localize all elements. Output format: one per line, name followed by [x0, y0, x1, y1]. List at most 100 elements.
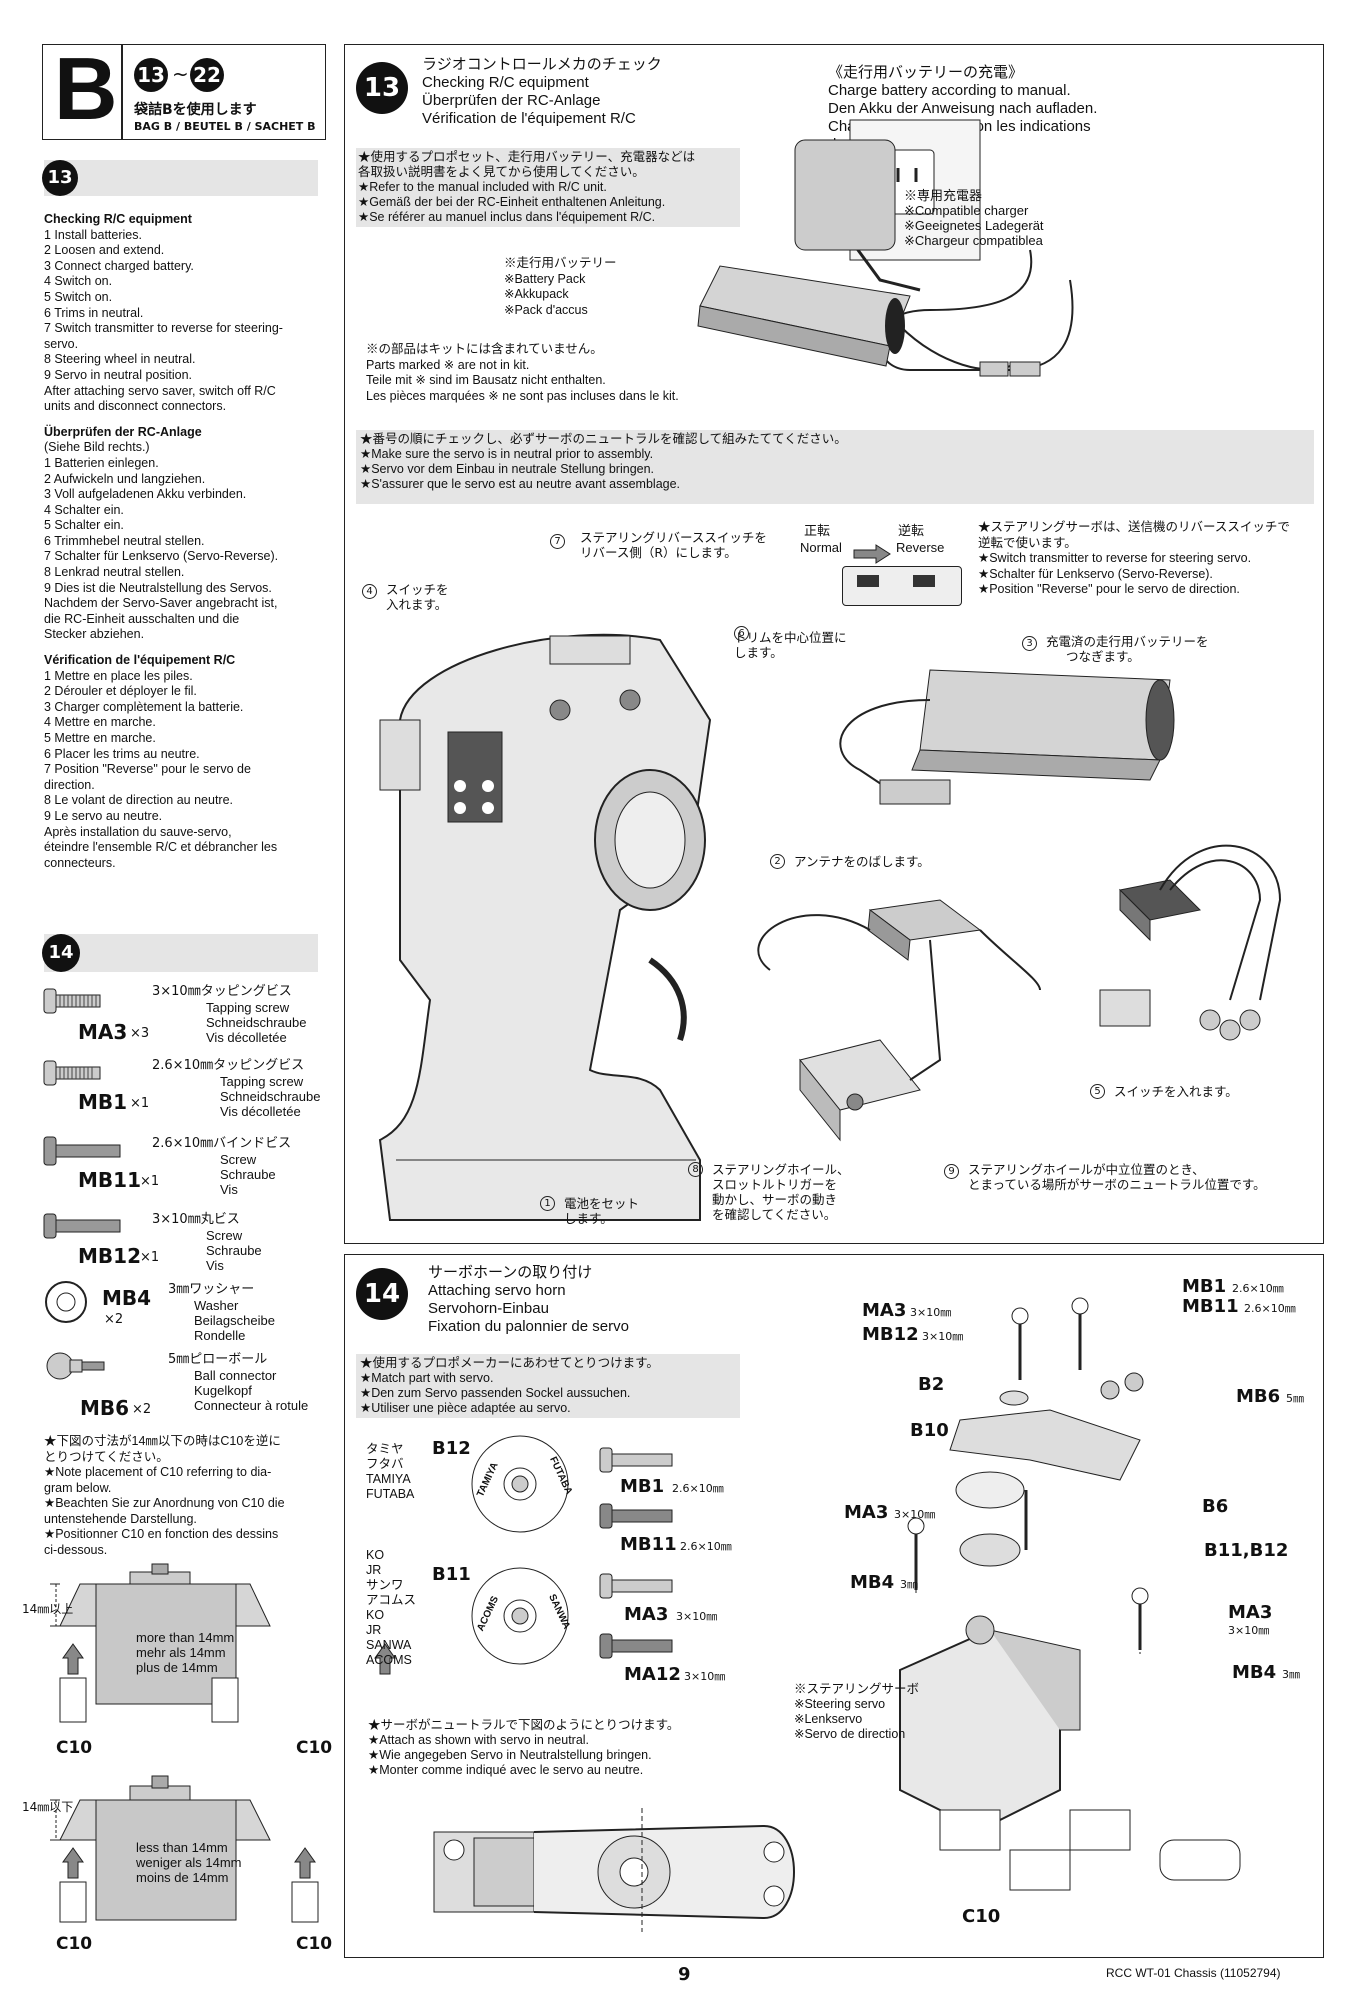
charger-line: ※専用充電器 — [904, 188, 983, 203]
b12-label: B12 — [432, 1438, 471, 1459]
screw-b-code: MA12 — [624, 1664, 681, 1685]
callout-1-number: 1 — [540, 1196, 555, 1211]
charger-drawing — [794, 119, 1074, 371]
transmitter-drawing — [378, 633, 712, 1221]
charge-line: Charge battery according to manual. — [828, 82, 1071, 99]
part-size: 2.6×10㎜バインドビス — [152, 1136, 292, 1151]
callout-line: トリムを中心位置に — [734, 630, 847, 645]
part-name: Beilagscheibe — [194, 1313, 275, 1328]
brand: JR — [366, 1563, 382, 1577]
callout-line: ステアリングホイール、 — [712, 1162, 850, 1177]
step14-title: サーボホーンの取り付け Attaching servo horn Servoho… — [428, 1264, 629, 1336]
lbl-ma3a-size: 3×10㎜ — [910, 1306, 952, 1319]
callout-line: ステアリングリバーススイッチを — [580, 530, 767, 545]
note-line: ★Utiliser une pièce adaptée au servo. — [360, 1401, 571, 1415]
servo-line: ※Steering servo — [794, 1697, 886, 1711]
part-name: Schraube — [220, 1167, 276, 1182]
callout-line: スロットルトリガーを — [712, 1177, 838, 1192]
callout-7-number: 7 — [550, 534, 565, 549]
part-name: Screw — [206, 1228, 243, 1243]
part-name: Vis — [220, 1182, 238, 1197]
part-name: Washer — [194, 1298, 239, 1313]
note-line: ★Refer to the manual included with R/C u… — [358, 180, 607, 194]
callout-8: ステアリングホイール、 スロットルトリガーを 動かし、サーボの動き を確認してく… — [688, 1162, 850, 1222]
left13-fr-title: Vérification de l'équipement R/C — [44, 653, 236, 668]
part-code: MB4 — [102, 1286, 152, 1310]
round-screw-icon — [43, 1213, 121, 1239]
battery-pack-drawing — [697, 265, 1041, 377]
callout-line: 入れます。 — [386, 597, 448, 612]
lbl-mb4a-size: 3㎜ — [900, 1578, 918, 1591]
ni-line: ※の部品はキットには含まれていません。 — [366, 342, 603, 356]
under-line: moins de 14mm — [136, 1870, 229, 1885]
over-text: more than 14mm mehr als 14mm plus de 14m… — [136, 1630, 234, 1675]
part-name: Vis décolletée — [206, 1030, 287, 1045]
servo-label: ※ステアリングサーボ ※Steering servo ※Lenkservo ※S… — [794, 1682, 919, 1742]
left13-en-step: 9 Servo in neutral position. — [44, 367, 193, 382]
part-size: 5㎜ピローボール — [168, 1352, 268, 1367]
left13-en-title: Checking R/C equipment — [44, 212, 192, 226]
callout-9-number: 9 — [944, 1164, 959, 1179]
note-line: ★番号の順にチェックし、必ずサーボのニュートラルを確認して組みたててください。 — [360, 432, 847, 446]
up-arrow-icon — [374, 1643, 396, 1675]
brands-sanwa: KO JR サンワ アコムス KO JR SANWA ACOMS — [366, 1548, 416, 1668]
step14-badge: 14 — [356, 1268, 408, 1320]
tapping-screw-icon — [43, 988, 101, 1014]
lbl-mb12-size: 3×10㎜ — [922, 1330, 964, 1343]
note-line: ★下図の寸法が14㎜以下の時はC10を逆に — [44, 1434, 281, 1448]
callout-line: 電池をセット — [564, 1196, 640, 1211]
normal-label: Normal — [800, 540, 842, 555]
charger-line: ※Geeignetes Ladegerät — [904, 218, 1044, 233]
part-code: MB11 — [78, 1168, 141, 1192]
callout-line: します。 — [564, 1211, 613, 1226]
lbl-mb4b: MB4 — [1232, 1662, 1277, 1683]
part-size: 3×10㎜タッピングビス — [152, 984, 292, 999]
part-name: Schneidschraube — [220, 1089, 321, 1104]
up-arrow-icon — [294, 1847, 316, 1879]
part-name: Vis — [206, 1258, 224, 1273]
bag-info-box — [122, 44, 326, 140]
ni-line: Parts marked ※ are not in kit. — [366, 357, 530, 372]
brand: サンワ — [366, 1578, 404, 1592]
screw-pair-icons — [599, 1447, 673, 1659]
callout-8-number: 8 — [688, 1162, 703, 1177]
left13-en-step: 1 Install batteries. — [44, 227, 142, 242]
title-en: Checking R/C equipment — [422, 74, 589, 91]
lbl-ma3c-size: 3×10㎜ — [1228, 1624, 1270, 1637]
lbl-ma3c: MA3 — [1228, 1602, 1273, 1623]
bag-letter: B — [54, 39, 118, 138]
note-line: ★Positionner C10 en fonction des dessins — [44, 1527, 279, 1541]
page-number: 9 — [678, 1964, 691, 1985]
screw-a-size: 2.6×10㎜ — [680, 1540, 732, 1553]
battery-line: ※Battery Pack — [504, 271, 586, 286]
left13-fr-step: Après installation du sauve-servo, — [44, 824, 232, 839]
up-arrow-icon — [62, 1643, 84, 1675]
over-line: mehr als 14mm — [136, 1645, 226, 1660]
left13-fr-step: 2 Dérouler et déployer le fil. — [44, 684, 197, 699]
over-line: plus de 14mm — [136, 1660, 218, 1675]
rev-line: ★Schalter für Lenkservo (Servo-Reverse). — [978, 566, 1213, 581]
part-code: MB6 — [80, 1396, 130, 1420]
rev-line: ★ステアリングサーボは、送信機のリバーススイッチで — [978, 520, 1290, 534]
left13-de-step: 8 Lenkrad neutral stellen. — [44, 565, 185, 580]
note-line: 各取扱い説明書をよく見てから使用してください。 — [358, 165, 645, 179]
switch-slot — [857, 575, 879, 587]
not-included-note: ※の部品はキットには含まれていません。 Parts marked ※ are n… — [366, 342, 679, 404]
screw-b-size: 3×10㎜ — [676, 1610, 718, 1623]
left13-de-title: Überprüfen der RC-Anlage — [44, 424, 202, 439]
lbl-mb4b-size: 3㎜ — [1282, 1668, 1300, 1681]
left13-de-step: 2 Aufwickeln und langziehen. — [44, 471, 206, 486]
callout-4-number: 4 — [362, 584, 377, 599]
part-name: Vis décolletée — [220, 1104, 301, 1119]
brand: TAMIYA — [366, 1472, 411, 1486]
under-text: less than 14mm weniger als 14mm moins de… — [136, 1840, 242, 1885]
step-13-badge: 13 — [134, 58, 168, 92]
title-de: Überprüfen der RC-Anlage — [422, 92, 601, 109]
bag-jp: 袋詰Bを使用します — [134, 102, 257, 118]
step13-frame — [344, 44, 1324, 1244]
brand: フタバ — [366, 1457, 404, 1471]
brand: KO — [366, 1608, 385, 1622]
callout-4: スイッチを 入れます。 — [362, 582, 449, 612]
note-line: ★Wie angegeben Servo in Neutralstellung … — [368, 1748, 652, 1762]
left13-de-step: die RC-Einheit ausschalten und die — [44, 611, 240, 626]
